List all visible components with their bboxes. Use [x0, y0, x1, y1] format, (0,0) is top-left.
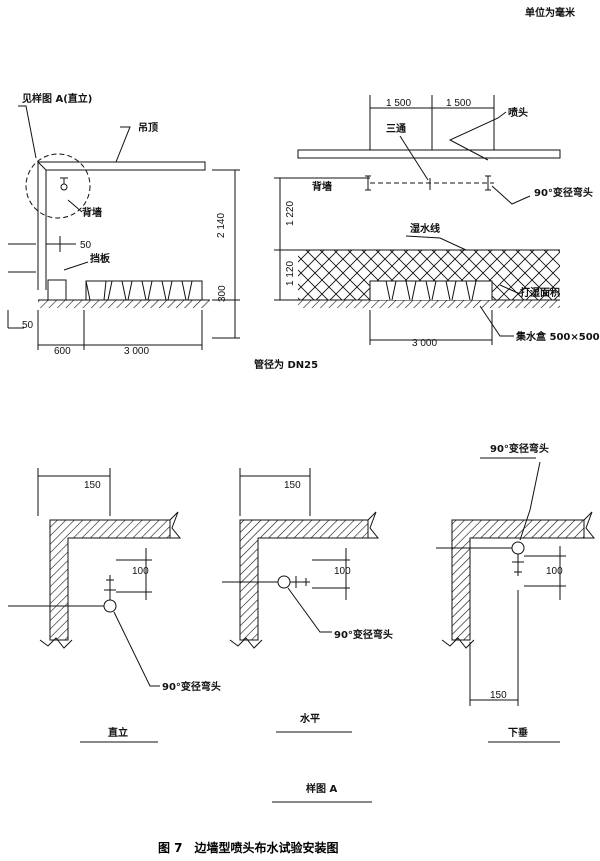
- elbow-leader: [491, 185, 531, 205]
- upright-dim-100: 100: [132, 566, 149, 577]
- baffle-label: 挡板: [90, 252, 111, 265]
- sprinkler-left-icon: [365, 175, 371, 191]
- dim-50-bottom: 50: [22, 320, 34, 331]
- collector-leader: [479, 305, 514, 337]
- wet-line-leader: [405, 235, 467, 251]
- front-elevation-view: 1 500 1 500 喷头 三通 背墙 90°变径弯头 1 220: [274, 95, 600, 349]
- floor-hatch: [38, 300, 210, 308]
- dim-2140: 2 140: [216, 213, 227, 238]
- tee-label: 三通: [386, 123, 406, 135]
- elbow-label-front: 90°变径弯头: [534, 186, 593, 199]
- ceiling-label: 吊顶: [138, 122, 158, 134]
- dim-1220: 1 220: [285, 201, 296, 226]
- upright-elbow-leader: [113, 611, 160, 687]
- baffle-box: [47, 279, 67, 301]
- wet-area-label: 打湿面积: [520, 286, 560, 299]
- sprinkler-icon: [60, 177, 68, 191]
- back-wall-leader: [67, 199, 83, 213]
- pendent-elbow-leader: [519, 461, 541, 541]
- horizontal-dim-100: 100: [334, 566, 351, 577]
- pendent-dim-150: 150: [490, 690, 507, 701]
- pendent-label: 下垂: [508, 726, 528, 739]
- pipe-note: 管径为 DN25: [254, 358, 318, 371]
- wet-line-label: 湿水线: [410, 222, 440, 235]
- dim-1500-a: 1 500: [386, 98, 411, 109]
- upright-label: 直立: [108, 726, 128, 739]
- sprinkler-leader: [448, 111, 507, 161]
- floor-hatch-front: [298, 300, 560, 308]
- horizontal-label: 水平: [299, 712, 320, 725]
- ref-detail-leader: [18, 105, 37, 159]
- horizontal-elbow-icon: [277, 575, 291, 589]
- baffle-leader: [63, 261, 89, 271]
- collector-boxes: [85, 280, 203, 301]
- detail-upright: 150 100 90°变径弯头 直立: [8, 468, 221, 743]
- sample-caption: 样图 A: [306, 782, 337, 795]
- back-wall-label-front: 背墙: [312, 180, 332, 193]
- dim-3000-left: 3 000: [124, 346, 149, 357]
- collector-label: 集水盒 500×500: [515, 330, 600, 343]
- horizontal-elbow-label: 90°变径弯头: [334, 628, 393, 641]
- wet-area-leader: [499, 284, 521, 295]
- dim-600: 600: [54, 346, 71, 357]
- dim-50-top: 50: [80, 240, 92, 251]
- horizontal-elbow-leader: [287, 587, 332, 633]
- pendent-elbow-icon: [511, 541, 525, 555]
- pendent-elbow-label: 90°变径弯头: [490, 442, 549, 455]
- dim-1500-b: 1 500: [446, 98, 471, 109]
- horizontal-dim-150: 150: [284, 480, 301, 491]
- upright-dim-150: 150: [84, 480, 101, 491]
- dim-3000-right: 3 000: [412, 338, 437, 349]
- sprinkler-right-icon: [485, 175, 491, 191]
- dim-1120: 1 120: [285, 261, 296, 286]
- dim-300: 300: [217, 285, 228, 302]
- side-elevation-view: 见样图 A(直立) 吊顶 背墙 挡板: [7, 92, 240, 357]
- ceiling-leader: [115, 126, 131, 163]
- sprinkler-label: 喷头: [508, 106, 528, 119]
- ceiling-and-wall-outline: [37, 161, 206, 290]
- collector-boxes-front: [369, 280, 493, 301]
- detail-circle: [25, 153, 91, 219]
- back-wall-label: 背墙: [82, 206, 102, 219]
- units-note: 单位为毫米: [525, 6, 576, 19]
- detail-horizontal: 150 100 90°变径弯头 水平: [222, 468, 393, 733]
- ceiling-bar: [297, 149, 561, 159]
- ref-detail-label: 见样图 A(直立): [22, 92, 92, 105]
- pendent-dim-100: 100: [546, 566, 563, 577]
- upright-elbow-label: 90°变径弯头: [162, 680, 221, 693]
- upright-elbow-icon: [103, 599, 117, 613]
- figure-caption: 图 7 边墙型喷头布水试验安装图: [158, 840, 339, 855]
- detail-pendent: 90°变径弯头 100 150 下垂: [436, 442, 596, 743]
